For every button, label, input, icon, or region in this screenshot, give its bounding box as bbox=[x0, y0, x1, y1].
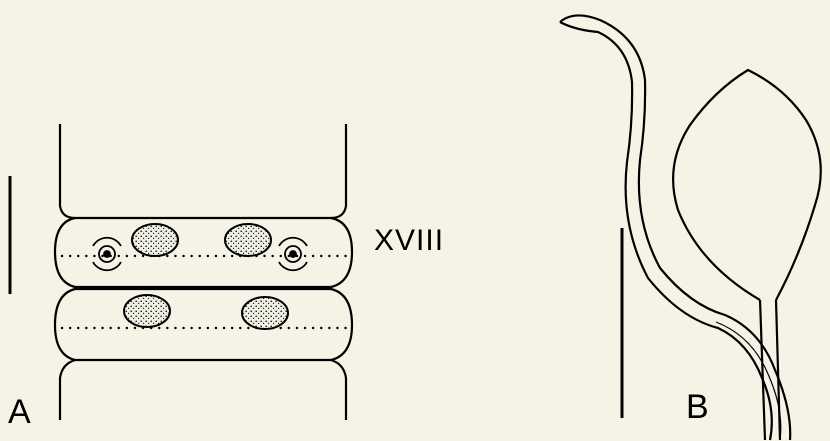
panel-a bbox=[10, 124, 352, 420]
spermatheca-ampulla bbox=[673, 70, 821, 300]
panel-a-label: A bbox=[8, 395, 31, 429]
body-wall-top bbox=[60, 124, 75, 218]
panel-b bbox=[560, 15, 821, 440]
segment-label: XVIII bbox=[374, 226, 444, 256]
papilla-3 bbox=[124, 295, 170, 327]
spermatheca-duct bbox=[760, 300, 765, 440]
papilla-1 bbox=[132, 224, 178, 256]
male-pore-left bbox=[93, 238, 121, 271]
panel-b-label: B bbox=[686, 390, 709, 424]
male-pore-right bbox=[279, 238, 307, 271]
diverticulum-inner bbox=[560, 22, 772, 440]
papilla-4 bbox=[242, 297, 288, 329]
papilla-2 bbox=[225, 224, 271, 256]
body-wall-bottom-left bbox=[60, 360, 75, 420]
diverticulum-outer bbox=[560, 15, 790, 440]
body-wall-bottom-right bbox=[331, 360, 346, 420]
segment-xix bbox=[55, 289, 352, 360]
spermatheca-duct-right bbox=[776, 300, 780, 440]
body-wall-top-right bbox=[331, 124, 346, 218]
